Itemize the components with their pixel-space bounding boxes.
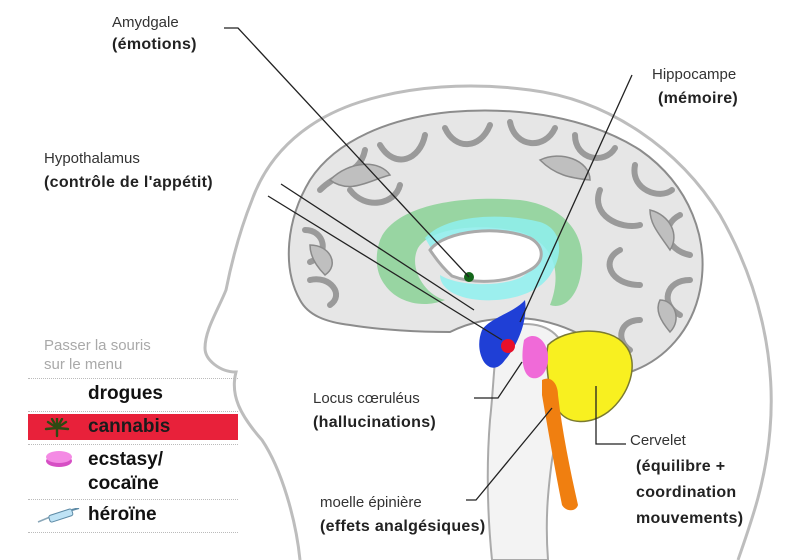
menu-item-label-line2: cocaïne bbox=[88, 473, 159, 495]
label-hypothalamus-role: (contrôle de l'appétit) bbox=[44, 174, 213, 192]
syringe-icon bbox=[36, 508, 80, 529]
label-cervelet-role1: (équilibre + bbox=[636, 458, 725, 476]
label-hippocampe-name: Hippocampe bbox=[652, 66, 736, 83]
menu-divider bbox=[28, 499, 238, 500]
label-locus-name: Locus cœruléus bbox=[313, 390, 420, 407]
menu-hint-line1: Passer la souris bbox=[44, 336, 238, 355]
label-hypothalamus-name: Hypothalamus bbox=[44, 150, 140, 167]
label-cervelet-role2: coordination bbox=[636, 484, 736, 502]
pill-icon bbox=[44, 449, 74, 474]
label-moelle-role: (effets analgésiques) bbox=[320, 518, 485, 536]
menu-divider bbox=[28, 444, 238, 445]
menu-item-label: cannabis bbox=[88, 416, 170, 438]
label-cervelet-name: Cervelet bbox=[630, 432, 686, 449]
menu-divider bbox=[28, 378, 238, 379]
menu-item-label: héroïne bbox=[88, 504, 157, 526]
label-cervelet-role3: mouvements) bbox=[636, 510, 743, 528]
cerebellum bbox=[547, 331, 632, 421]
label-hippocampe-role: (mémoire) bbox=[658, 90, 738, 108]
menu-item-heroine[interactable]: héroïne bbox=[28, 502, 238, 528]
menu-hint-line2: sur le menu bbox=[44, 355, 238, 374]
label-moelle-name: moelle épinière bbox=[320, 494, 422, 511]
menu-item-label: drogues bbox=[88, 383, 163, 405]
locus-dot bbox=[501, 339, 515, 353]
menu-divider bbox=[28, 411, 238, 412]
menu-item-label: ecstasy/ bbox=[88, 449, 163, 471]
cannabis-leaf-icon bbox=[44, 418, 70, 443]
drug-menu: Passer la souris sur le menu drogues can… bbox=[28, 336, 238, 533]
label-locus-role: (hallucinations) bbox=[313, 414, 436, 432]
label-amygdale-name: Amydgale bbox=[112, 14, 179, 31]
menu-item-cannabis[interactable]: cannabis bbox=[28, 414, 238, 440]
menu-item-drogues[interactable]: drogues bbox=[28, 381, 238, 407]
label-amygdale-role: (émotions) bbox=[112, 36, 197, 54]
menu-item-ecstasy-cocaine[interactable]: ecstasy/ cocaïne bbox=[28, 447, 238, 495]
menu-divider bbox=[28, 532, 238, 533]
